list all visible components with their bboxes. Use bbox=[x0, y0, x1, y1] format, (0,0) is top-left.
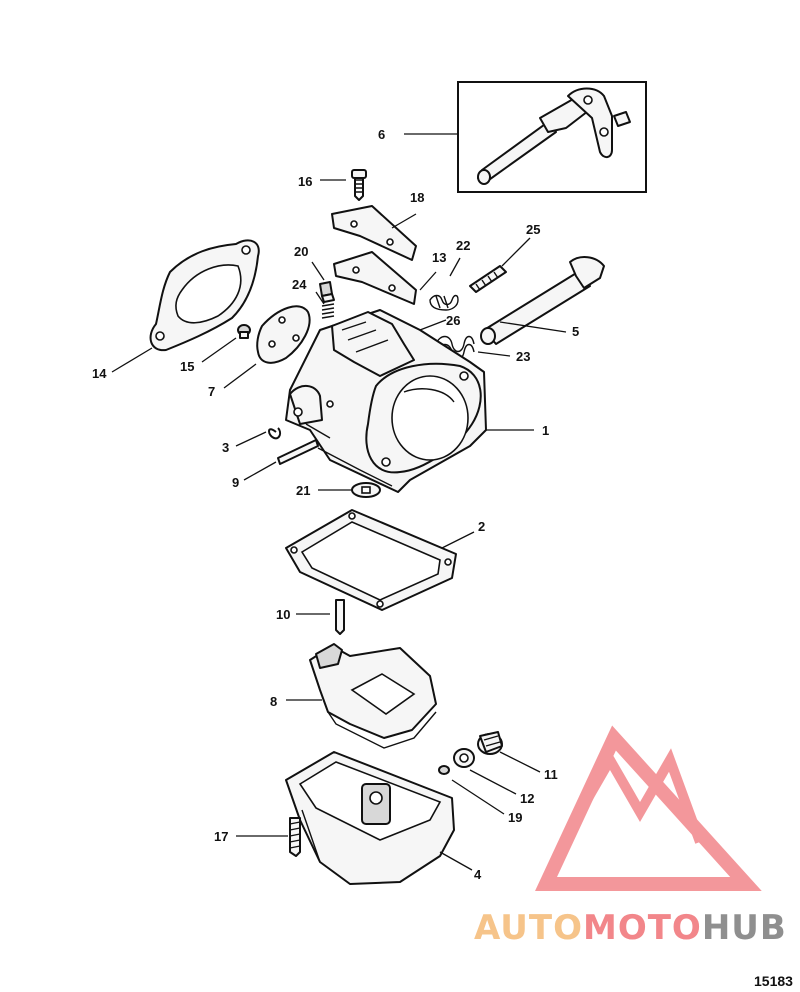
part-6-lever-shaft-box bbox=[457, 81, 647, 193]
part-5-throttle-shaft bbox=[480, 256, 605, 345]
part-24-spring bbox=[321, 303, 335, 319]
callout-8: 8 bbox=[270, 694, 277, 709]
watermark-auto: AUTO bbox=[474, 908, 583, 948]
callout-25: 25 bbox=[526, 222, 540, 237]
callout-6: 6 bbox=[378, 127, 385, 142]
automotohub-watermark: AUTOMOTOHUB bbox=[474, 908, 787, 948]
part-20-jet bbox=[319, 281, 335, 303]
leader-lines bbox=[111, 133, 567, 871]
callout-24: 24 bbox=[292, 277, 307, 292]
callout-17: 17 bbox=[214, 829, 228, 844]
callout-11: 11 bbox=[544, 767, 558, 782]
part-4-float-bowl bbox=[285, 751, 455, 885]
callout-20: 20 bbox=[294, 244, 308, 259]
callout-7: 7 bbox=[208, 384, 215, 399]
part-21-washer bbox=[351, 482, 381, 498]
callout-16: 16 bbox=[298, 174, 312, 189]
figure-number: 15183 bbox=[754, 973, 793, 989]
svg-text:AUTOMOTOHUB: AUTOMOTOHUB bbox=[474, 908, 787, 948]
callout-1: 1 bbox=[542, 423, 549, 438]
part-25-screw bbox=[469, 265, 507, 293]
part-17-screw bbox=[289, 817, 301, 857]
watermark-moto: MOTO bbox=[583, 908, 702, 948]
part-11-plug bbox=[477, 731, 503, 755]
part-18-plate bbox=[331, 205, 417, 261]
callout-22: 22 bbox=[456, 238, 470, 253]
callout-4: 4 bbox=[474, 867, 482, 882]
part-12-washer bbox=[453, 748, 475, 768]
part-19-plug bbox=[438, 765, 450, 775]
part-2-bowl-gasket bbox=[285, 509, 457, 611]
callout-21: 21 bbox=[296, 483, 310, 498]
callout-10: 10 bbox=[276, 607, 290, 622]
callout-19: 19 bbox=[508, 810, 522, 825]
part-9-pin bbox=[277, 439, 319, 465]
callout-23: 23 bbox=[516, 349, 530, 364]
part-16-screw bbox=[351, 169, 367, 201]
callout-18: 18 bbox=[410, 190, 424, 205]
callout-12: 12 bbox=[520, 791, 534, 806]
part-1-carburetor-body bbox=[285, 309, 487, 493]
part-14-flange-gasket bbox=[149, 239, 260, 352]
callout-13: 13 bbox=[432, 250, 446, 265]
callout-2: 2 bbox=[478, 519, 485, 534]
part-3-clip bbox=[268, 427, 282, 440]
callout-labels: 1 2 3 4 5 6 7 8 9 10 11 12 13 14 15 16 1… bbox=[92, 127, 579, 882]
part-8-float bbox=[309, 643, 437, 749]
part-22-spring bbox=[429, 294, 459, 311]
callout-9: 9 bbox=[232, 475, 239, 490]
watermark-hub: HUB bbox=[702, 908, 787, 948]
automotohub-logo-mark bbox=[535, 725, 762, 891]
callout-15: 15 bbox=[180, 359, 194, 374]
part-7-round-plate bbox=[256, 305, 311, 364]
callout-5: 5 bbox=[572, 324, 579, 339]
callout-3: 3 bbox=[222, 440, 229, 455]
callout-26: 26 bbox=[446, 313, 460, 328]
callout-14: 14 bbox=[92, 366, 107, 381]
part-10-pin bbox=[335, 599, 345, 635]
part-15-screw bbox=[237, 324, 251, 339]
part-13-plate bbox=[333, 251, 417, 305]
